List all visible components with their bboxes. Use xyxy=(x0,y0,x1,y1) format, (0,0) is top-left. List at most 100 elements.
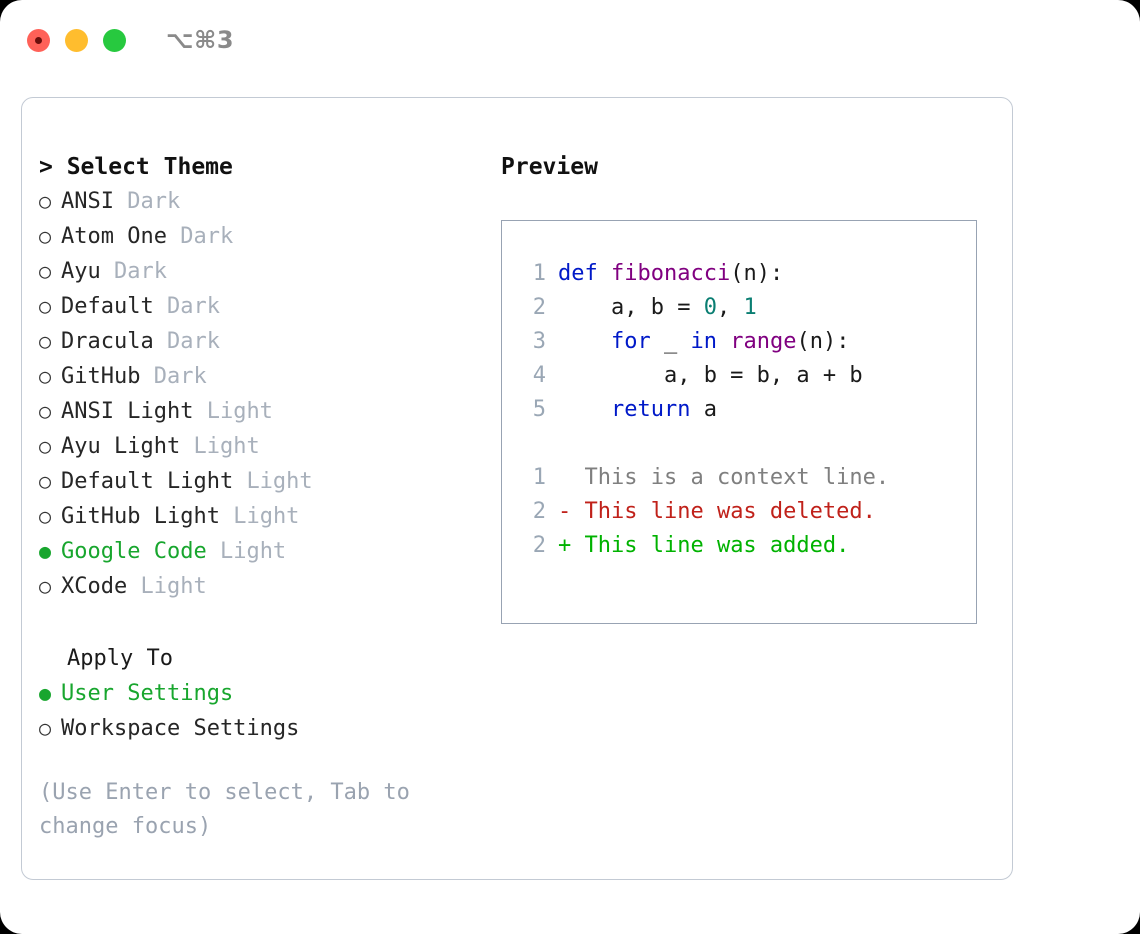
theme-option-ansi[interactable]: ○ANSI Dark xyxy=(39,184,479,219)
line-number: 4 xyxy=(532,363,546,388)
keyboard-shortcut-label: ⌥⌘3 xyxy=(166,26,235,54)
radio-selected-icon: ● xyxy=(39,539,52,563)
theme-variant-badge: Light xyxy=(193,434,260,459)
theme-variant-badge: Light xyxy=(219,539,287,564)
code-line: 4 a, b = b, a + b xyxy=(520,359,976,393)
theme-variant-badge: Dark xyxy=(166,294,220,319)
diff-line-add: 2+ This line was added. xyxy=(520,529,976,563)
apply-to-title: Apply To xyxy=(67,646,173,671)
theme-option-default[interactable]: ○ Default Dark xyxy=(39,289,479,324)
theme-variant-badge: Dark xyxy=(114,259,167,284)
line-number: 2 xyxy=(532,499,546,524)
theme-option-label: XCode xyxy=(61,574,128,599)
label-spacer xyxy=(127,570,140,604)
line-number: 1 xyxy=(532,261,546,286)
theme-variant-badge: Light xyxy=(246,469,313,494)
theme-option-github-light[interactable]: ○GitHub Light Light xyxy=(39,499,479,534)
theme-option-label: Dracula xyxy=(61,329,154,354)
code-token-plain: , xyxy=(716,295,744,320)
radio-unselected-icon: ○ xyxy=(39,294,52,318)
radio-unselected-icon: ○ xyxy=(39,574,52,598)
theme-option-google-code[interactable]: ● Google Code Light xyxy=(39,534,479,569)
apply-to-option-user-settings[interactable]: ●User Settings xyxy=(39,676,479,711)
apply-to-option-list: ●User Settings ○ Workspace Settings xyxy=(39,676,479,746)
theme-option-ayu[interactable]: ○Ayu Dark xyxy=(39,254,479,289)
theme-option-github[interactable]: ○ GitHub Dark xyxy=(39,359,479,394)
line-number: 5 xyxy=(532,397,546,422)
code-token-plain: a xyxy=(703,397,717,422)
theme-option-label: ANSI Light xyxy=(61,399,194,424)
code-token-plain: a, b = xyxy=(558,295,704,320)
code-token-kw: return xyxy=(558,397,704,422)
label-spacer xyxy=(154,290,167,324)
title-bar: ⌥⌘3 xyxy=(0,0,1140,80)
code-token-num: 1 xyxy=(743,295,757,320)
radio-unselected-icon: ○ xyxy=(39,716,52,740)
label-spacer xyxy=(193,395,206,429)
diff-marker xyxy=(558,461,571,495)
minimize-button[interactable] xyxy=(65,28,88,52)
theme-option-default-light[interactable]: ○Default Light Light xyxy=(39,464,479,499)
theme-option-ansi-light[interactable]: ○ANSI Light Light xyxy=(39,394,479,429)
code-token-num: 0 xyxy=(703,295,717,320)
code-line: 5 return a xyxy=(520,393,976,427)
theme-option-label: Google Code xyxy=(61,539,207,564)
theme-option-xcode[interactable]: ○ XCode Light xyxy=(39,569,479,604)
diff-marker: - xyxy=(558,499,572,524)
diff-line-del: 2- This line was deleted. xyxy=(520,495,976,529)
radio-unselected-icon: ○ xyxy=(39,224,52,248)
diff-text: This line was added. xyxy=(571,533,850,558)
keyboard-hint-text: (Use Enter to select, Tab to change focu… xyxy=(39,780,424,839)
radio-unselected-icon: ○ xyxy=(39,504,52,528)
line-number: 1 xyxy=(532,465,546,490)
section-spacer xyxy=(39,604,479,642)
apply-to-option-workspace-settings[interactable]: ○ Workspace Settings xyxy=(39,711,479,746)
diff-spacer xyxy=(520,427,976,461)
theme-option-dracula[interactable]: ○Dracula Dark xyxy=(39,324,479,359)
code-line: 3 for _ in range(n): xyxy=(520,325,976,359)
label-spacer xyxy=(233,465,246,499)
radio-selected-icon: ● xyxy=(39,681,52,705)
preview-title: Preview xyxy=(501,154,598,180)
code-token-fn: fibonacci xyxy=(610,261,731,286)
code-token-plain: _ xyxy=(663,329,691,354)
code-token-punc: (n): xyxy=(796,329,850,354)
theme-variant-badge: Dark xyxy=(153,364,207,389)
theme-option-label: Default xyxy=(61,294,154,319)
theme-picker-column: > Select Theme ○ANSI Dark○Atom One Dark○… xyxy=(39,150,479,844)
theme-variant-badge: Light xyxy=(233,504,300,529)
radio-unselected-icon: ○ xyxy=(39,434,52,458)
diff-sample: 1 This is a context line.2- This line wa… xyxy=(520,461,976,563)
label-spacer xyxy=(101,255,114,289)
diff-text: This line was deleted. xyxy=(571,499,876,524)
diff-text: This is a context line. xyxy=(571,465,890,490)
content-panel: > Select Theme ○ANSI Dark○Atom One Dark○… xyxy=(21,97,1013,880)
theme-option-label: Ayu Light xyxy=(61,434,181,459)
diff-line-ctx: 1 This is a context line. xyxy=(520,461,976,495)
theme-option-label: Default Light xyxy=(61,469,234,494)
theme-option-atom-one[interactable]: ○Atom One Dark xyxy=(39,219,479,254)
radio-unselected-icon: ○ xyxy=(39,189,52,213)
theme-variant-badge: Light xyxy=(206,399,273,424)
line-number: 3 xyxy=(532,329,546,354)
label-spacer xyxy=(154,325,167,359)
code-token-fn: range xyxy=(730,329,797,354)
theme-option-list: ○ANSI Dark○Atom One Dark○Ayu Dark○Defaul… xyxy=(39,184,479,604)
theme-option-ayu-light[interactable]: ○ Ayu Light Light xyxy=(39,429,479,464)
radio-unselected-icon: ○ xyxy=(39,364,52,388)
close-button[interactable] xyxy=(27,28,50,52)
theme-option-label: GitHub xyxy=(61,364,141,389)
theme-variant-badge: Light xyxy=(140,574,207,599)
maximize-button[interactable] xyxy=(103,28,126,52)
apply-to-option-label: Workspace Settings xyxy=(61,716,300,741)
radio-unselected-icon: ○ xyxy=(39,259,52,283)
label-spacer xyxy=(114,185,127,219)
theme-variant-badge: Dark xyxy=(127,189,181,214)
window-controls xyxy=(27,28,126,52)
code-token-plain: a, b = b, a + b xyxy=(558,363,863,388)
label-spacer xyxy=(180,430,193,464)
